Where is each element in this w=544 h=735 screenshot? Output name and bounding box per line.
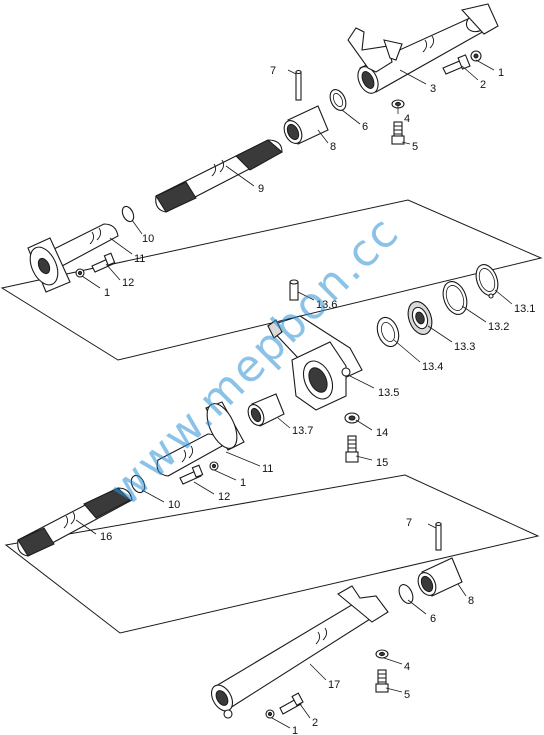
tube-11-mid (156, 401, 245, 477)
bolt-2-bottom (279, 692, 304, 715)
bolt-5-bottom (375, 669, 389, 693)
callouts-middle: 13.1 13.2 13.3 13.4 13.6 13.5 13.7 14 15… (100, 299, 535, 543)
callout-13-7: 13.7 (292, 425, 313, 437)
bolt-2-top (442, 54, 471, 75)
callout-13-5: 13.5 (378, 387, 399, 399)
callout-13-2: 13.2 (488, 321, 509, 333)
upper-assembly-panel (0, 199, 543, 361)
tube-17 (210, 585, 389, 719)
tube-11-top (27, 223, 119, 293)
ring-6-top (329, 89, 347, 111)
callout-5-top: 5 (412, 141, 418, 153)
watermark: www.mepbon.cc (100, 206, 410, 516)
callout-13-3: 13.3 (454, 341, 475, 353)
washer-14 (344, 412, 360, 424)
callouts-top: 1 2 3 4 5 6 7 8 9 10 11 12 1 (104, 65, 504, 299)
callout-10-mid: 10 (168, 499, 180, 511)
bolt-5-top (391, 121, 405, 145)
callout-13-1: 13.1 (514, 303, 535, 315)
callout-6-bottom: 6 (430, 613, 436, 625)
callout-12-mid: 12 (218, 491, 230, 503)
ring-13-4 (376, 316, 400, 348)
callout-10-top: 10 (142, 233, 154, 245)
bearing-13-3 (407, 301, 433, 335)
ring-6-bottom (398, 584, 414, 604)
callouts-bottom: 7 8 6 4 5 17 1 2 (292, 517, 474, 735)
callout-8-bottom: 8 (468, 595, 474, 607)
nut-1-bottom (265, 709, 275, 719)
bolt-15 (345, 435, 359, 463)
callout-3: 3 (430, 83, 436, 95)
tube-3 (347, 3, 499, 94)
leader-lines (75, 59, 513, 729)
snap-ring-13-1 (475, 264, 499, 299)
pin-7-top (295, 69, 302, 101)
ring-10-top (121, 205, 135, 223)
nut-1-mid (209, 461, 219, 471)
shaft-16 (17, 487, 133, 557)
nut-1-top (470, 50, 482, 62)
callout-4-top: 4 (404, 113, 410, 125)
callout-5-bottom: 5 (404, 689, 410, 701)
callout-7-bottom: 7 (406, 517, 412, 529)
pin-13-6 (289, 279, 299, 301)
callout-14: 14 (376, 427, 388, 439)
lower-assembly-panel (4, 474, 540, 634)
callout-9: 9 (258, 183, 264, 195)
bolt-12-mid (179, 464, 204, 485)
nut-1-top-left (75, 268, 85, 278)
callout-8-top: 8 (330, 141, 336, 153)
callout-11-mid: 11 (262, 463, 273, 475)
callout-6-top: 6 (362, 121, 368, 133)
callout-1-mid: 1 (240, 477, 246, 489)
callout-13-4: 13.4 (422, 361, 443, 373)
callout-11-top: 11 (134, 253, 145, 265)
callout-16: 16 (100, 531, 112, 543)
callout-2-bottom: 2 (312, 717, 318, 729)
bushing-8-top (283, 105, 329, 145)
callout-1-top-left: 1 (104, 287, 110, 299)
callout-1-bottom: 1 (292, 725, 298, 735)
bushing-13-7 (247, 393, 285, 427)
bolt-12-top (91, 252, 116, 273)
callout-2-top: 2 (480, 79, 486, 91)
callout-15: 15 (376, 457, 388, 469)
ring-10-mid (130, 474, 146, 494)
ring-13-2 (442, 281, 468, 315)
bushing-8-bottom (417, 557, 463, 597)
callout-7-top: 7 (270, 65, 276, 77)
callout-4-bottom: 4 (404, 661, 410, 673)
callout-17: 17 (328, 679, 340, 691)
callout-1-top: 1 (498, 67, 504, 79)
callout-13-6: 13.6 (316, 299, 337, 311)
pin-7-bottom (435, 521, 442, 551)
housing-13-5 (266, 315, 363, 411)
washer-4-bottom (375, 649, 389, 659)
callout-12-top: 12 (122, 277, 134, 289)
shaft-9 (155, 139, 283, 213)
